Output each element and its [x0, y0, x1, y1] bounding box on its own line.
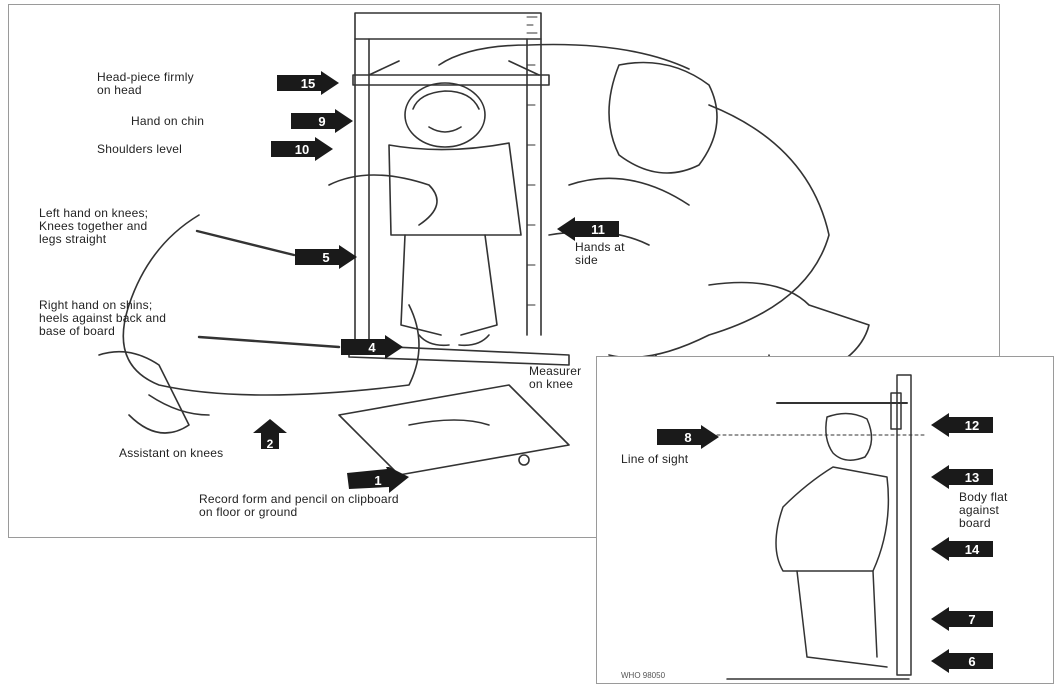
pointer-line-4 [197, 335, 341, 349]
marker-11: 11 [557, 217, 619, 241]
marker-2: 2 [253, 419, 287, 451]
label-left-hand-knees: Left hand on knees; Knees together and l… [39, 206, 149, 246]
marker-10: 10 [271, 137, 333, 161]
marker-8: 8 [657, 425, 719, 449]
clipboard [338, 384, 570, 476]
marker-13: 13 [931, 465, 993, 489]
inset-child-legs [796, 570, 888, 668]
marker-12: 12 [931, 413, 993, 437]
main-line-drawing [98, 12, 870, 476]
marker-14: 14 [931, 537, 993, 561]
label-record-form: Record form and pencil on clipboard on f… [199, 492, 399, 519]
label-measurer-on-knee: Measurer on knee [529, 364, 582, 391]
label-head-piece: Head-piece firmly on head [97, 70, 194, 97]
marker-1: 1 [347, 467, 409, 493]
label-body-flat: Body flat against board [959, 490, 1008, 530]
label-right-hand-shins: Right hand on shins; heels against back … [39, 298, 167, 338]
child-legs [400, 234, 498, 336]
marker-6: 6 [931, 649, 993, 673]
pointer-line-5 [195, 229, 296, 257]
measurer-head [608, 61, 718, 174]
inset-standing-panel: Line of sight Body flat against board WH… [596, 356, 1054, 684]
measurer-body [608, 104, 830, 359]
figure-credit: WHO 98050 [621, 671, 666, 680]
label-assistant-on-knees: Assistant on knees [119, 446, 224, 460]
inset-board [896, 374, 912, 676]
marker-7: 7 [931, 607, 993, 631]
inset-child-torso [775, 466, 890, 572]
label-line-of-sight: Line of sight [621, 452, 689, 466]
label-hands-at-side: Hands at side [575, 240, 625, 267]
main-illustration-panel: Head-piece firmly on head Hand on chin S… [8, 4, 1000, 538]
child-torso [388, 142, 522, 236]
inset-line-drawing [716, 374, 928, 680]
label-hand-on-chin: Hand on chin [131, 114, 205, 128]
assistant-head [328, 174, 438, 226]
marker-9: 9 [291, 109, 353, 133]
assistant-body [122, 214, 420, 396]
marker-4: 4 [341, 335, 403, 359]
marker-15: 15 [277, 71, 339, 95]
measurer-arm-top [438, 43, 690, 70]
head-piece [352, 74, 550, 86]
marker-5: 5 [295, 245, 357, 269]
label-shoulders-level: Shoulders level [97, 142, 183, 156]
board-top [354, 12, 542, 40]
inset-child-head [825, 412, 873, 461]
child-head [404, 82, 486, 148]
